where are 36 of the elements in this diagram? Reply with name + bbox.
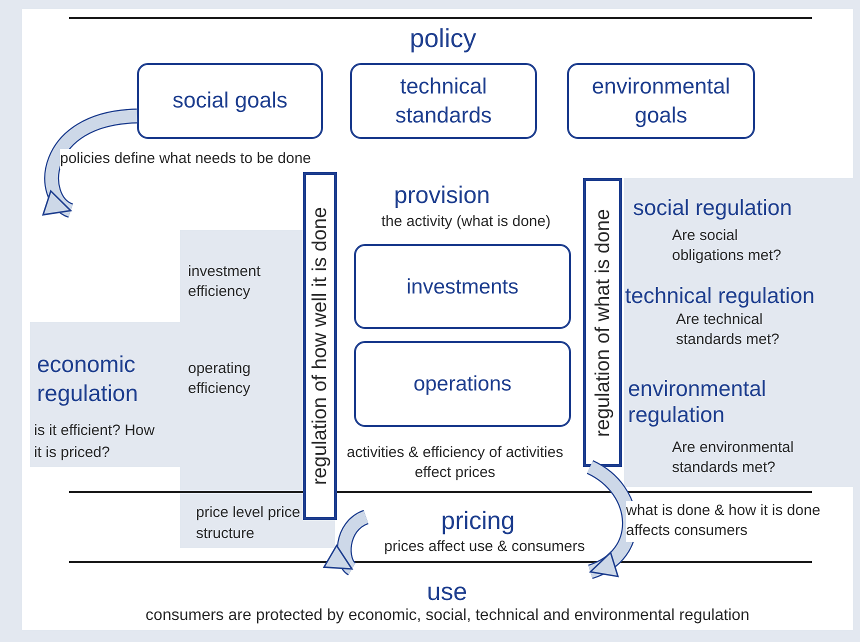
shaded-panel (30, 322, 180, 467)
heading: policy (408, 22, 478, 55)
rounded-box (354, 341, 571, 427)
heading: pricing (440, 506, 516, 537)
heading: environmental regulation (628, 376, 768, 429)
box-label: investments (405, 274, 520, 300)
description: the activity (what is done) (380, 212, 552, 232)
description: consumers are protected by economic, social, technical and environmental regulation (144, 606, 750, 626)
heading: use (426, 577, 468, 608)
vertical-label: regulation of how well it is done (308, 207, 332, 485)
box-label: environmental goals (590, 72, 732, 130)
heading: provision (392, 181, 492, 211)
rounded-box (354, 244, 571, 329)
annotation-text: price level price structure (196, 503, 302, 544)
vertical-label: regulation of what is done (590, 208, 614, 436)
rounded-box (567, 63, 755, 139)
description: Are environmental standards met? (672, 438, 795, 477)
heading: social regulation (633, 194, 793, 222)
description: Are social obligations met? (672, 226, 782, 265)
vertical-label-box (583, 178, 622, 467)
annotation-text: operating efficiency (188, 359, 252, 398)
rounded-box (350, 63, 537, 139)
heading: technical regulation (625, 282, 816, 310)
box-label: social goals (172, 86, 288, 115)
box-label: operations (412, 371, 513, 398)
description: Are technical standards met? (676, 310, 780, 349)
box-label: technical standards (394, 72, 493, 129)
rounded-box (137, 63, 323, 139)
annotation-text: activities & efficiency of activities effect prices (346, 443, 564, 482)
heading: economic regulation (37, 350, 140, 408)
vertical-label-box (303, 172, 337, 520)
annotation-text: investment efficiency (188, 262, 262, 301)
edge-label: policies define what needs to be done (60, 149, 312, 170)
description: prices affect use & consumers (383, 537, 586, 556)
description: is it efficient? How it is priced? (34, 421, 156, 463)
shaded-panel (624, 178, 853, 487)
